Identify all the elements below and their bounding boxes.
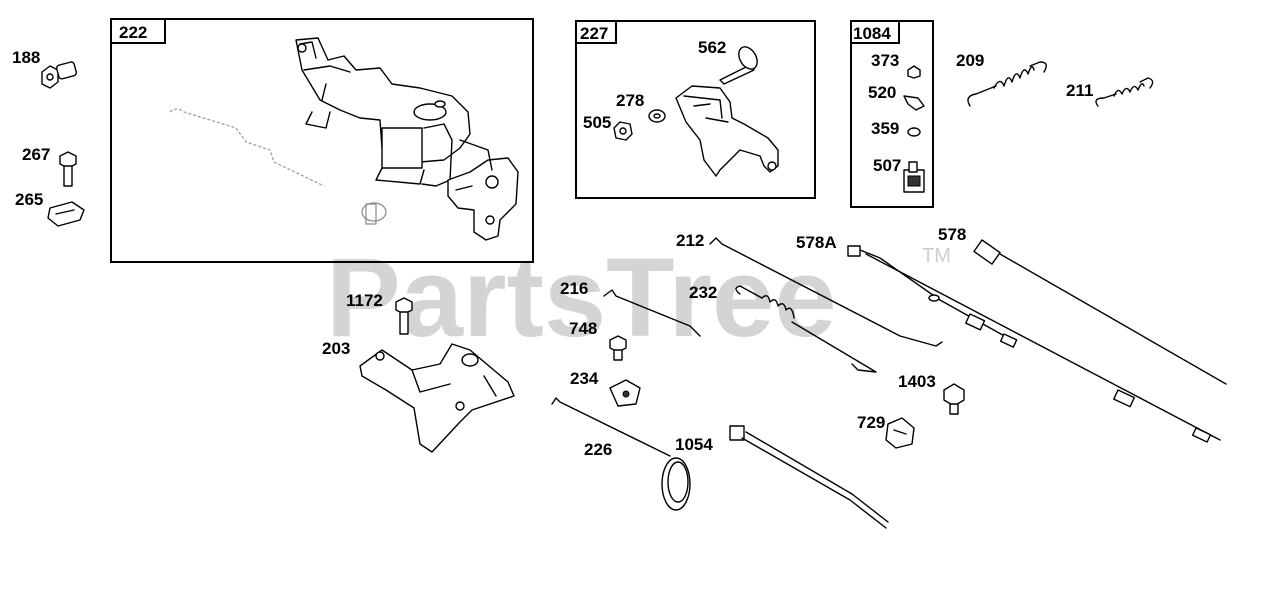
clip-520[interactable] [903,95,925,111]
callout-labels: 188 267 265 562 278 505 373 520 359 507 … [12,38,1093,459]
kit-frame-222[interactable]: 222 [110,18,534,263]
cable-tie-1054[interactable] [729,425,889,529]
nut-505[interactable] [613,121,633,141]
nut-373[interactable] [907,65,921,79]
cable-578A[interactable] [847,245,1221,443]
callout-373[interactable]: 373 [871,51,899,70]
bracket-203[interactable] [359,343,515,453]
kit-frame-227[interactable]: 227 [575,20,816,199]
callout-232[interactable]: 232 [689,283,717,302]
callout-265[interactable]: 265 [15,190,43,209]
pin-562[interactable] [719,44,761,85]
clip-234[interactable] [609,379,641,407]
callout-578[interactable]: 578 [938,225,966,244]
watermark-text: PartsTree [326,235,837,360]
callout-234[interactable]: 234 [570,369,599,388]
watermark-trademark: TM [922,245,951,267]
switch-507[interactable] [903,161,925,193]
spring-211[interactable] [1095,77,1154,107]
callout-212[interactable]: 212 [676,231,704,250]
cable-578[interactable] [973,239,1227,385]
bolt-188[interactable] [41,61,78,89]
screw-1403[interactable] [943,383,965,415]
callout-748[interactable]: 748 [569,319,597,338]
kit-label-227: 227 [580,24,608,43]
kit-frame-1084[interactable]: 1084 [850,20,934,208]
callout-226[interactable]: 226 [584,440,612,459]
callout-505[interactable]: 505 [583,113,611,132]
screw-748[interactable] [609,335,627,361]
callout-203[interactable]: 203 [322,339,350,358]
kit-label-1084: 1084 [853,24,891,43]
washer-359[interactable] [907,127,921,137]
ghost-bushing [361,202,387,225]
callout-359[interactable]: 359 [871,119,899,138]
callout-1172[interactable]: 1172 [346,291,383,310]
callout-507[interactable]: 507 [873,156,901,175]
callout-188[interactable]: 188 [12,48,40,67]
screw-1172[interactable] [395,297,413,335]
callout-267[interactable]: 267 [22,145,50,164]
spring-209[interactable] [967,61,1047,107]
callout-211[interactable]: 211 [1066,81,1093,100]
ghost-linkage-rod [169,108,325,187]
rod-226[interactable] [551,397,691,511]
rod-216[interactable] [603,289,701,337]
control-lever-227[interactable] [675,85,779,177]
spring-232[interactable] [735,285,877,373]
kit-label-222: 222 [119,23,147,42]
clip-265[interactable] [47,201,85,227]
callout-520[interactable]: 520 [868,83,896,102]
callout-1403[interactable]: 1403 [898,372,936,391]
callout-209[interactable]: 209 [956,51,984,70]
control-bracket-assembly[interactable] [295,37,519,241]
clip-729[interactable] [885,417,915,449]
callout-729[interactable]: 729 [857,413,885,432]
washer-278[interactable] [648,109,666,123]
callout-562[interactable]: 562 [698,38,726,57]
callout-278[interactable]: 278 [616,91,644,110]
callout-578A[interactable]: 578A [796,233,837,252]
rod-212[interactable] [709,237,943,347]
screw-267[interactable] [59,151,77,187]
callout-1054[interactable]: 1054 [675,435,713,454]
callout-216[interactable]: 216 [560,279,588,298]
